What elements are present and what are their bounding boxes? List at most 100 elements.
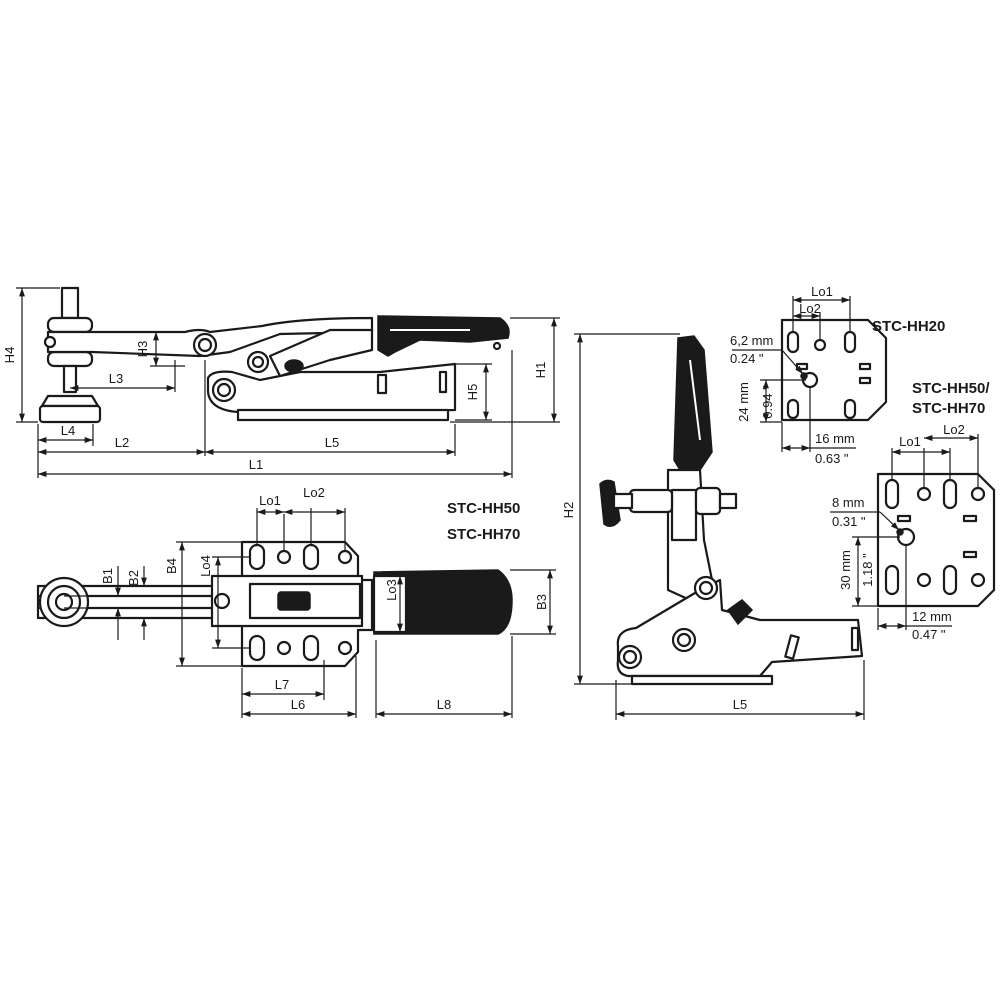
arm-pin [43, 335, 57, 349]
dim-H4: H4 [2, 347, 17, 364]
dim-B1: B1 [100, 568, 115, 584]
top-view-dimensions: Lo1 Lo2 B1 B2 B4 Lo4 Lo3 B3 [64, 485, 556, 718]
pressure-pad-base [38, 404, 102, 424]
side-view [38, 286, 510, 424]
dim-L5: L5 [325, 435, 339, 450]
hh50-hole-in: 0.31 " [832, 514, 866, 529]
open-slot [784, 634, 800, 660]
dim-L6: L6 [291, 697, 305, 712]
top-view-model-2: STC-HH70 [447, 526, 520, 543]
lock-lever [284, 359, 304, 373]
hh20-Lo2: Lo2 [799, 301, 821, 316]
hh50-hole-4 [970, 572, 986, 588]
spindle [60, 286, 80, 320]
dim-B3: B3 [534, 594, 549, 610]
arm-open-block [670, 488, 698, 542]
hh20-hole-mm: 6,2 mm [730, 333, 773, 348]
hh50-h-in: 0.47 " [912, 627, 946, 642]
handle [377, 315, 510, 357]
lock-lever-top [277, 591, 311, 611]
hh50-slot-2 [942, 478, 958, 510]
dim-H3: H3 [135, 341, 150, 358]
open-view-dimensions: H2 L5 [561, 333, 865, 720]
spindle-nut-bottom [46, 350, 94, 368]
spindle-open-nut [694, 486, 722, 516]
hh50-h-mm: 12 mm [912, 609, 952, 624]
hh50-mark-2 [962, 550, 978, 559]
slot [376, 373, 388, 395]
hh20-hole-1 [813, 338, 827, 352]
hh20-Lo1: Lo1 [811, 284, 833, 299]
slot-end [438, 370, 448, 394]
dim-L4: L4 [61, 423, 75, 438]
hh50-Lo2: Lo2 [943, 422, 965, 437]
hh50-ref-point [896, 528, 904, 536]
dim-open-L5: L5 [733, 697, 747, 712]
hole-4 [337, 640, 353, 656]
dim-Lo4: Lo4 [198, 555, 213, 577]
hh20-slot-3 [786, 398, 800, 420]
hole-3 [276, 640, 292, 656]
lock-lever-open [726, 599, 754, 626]
dim-L8: L8 [437, 697, 451, 712]
hh50-mark-1 [962, 514, 978, 523]
hh20-v-in: 0.94 " [760, 385, 775, 419]
body-open [616, 578, 864, 678]
dim-B4: B4 [164, 558, 179, 574]
hh50-hole-mm: 8 mm [832, 495, 865, 510]
hh20-mark-1 [858, 362, 872, 371]
hh50-mark-3 [896, 514, 912, 523]
top-view-model-1: STC-HH50 [447, 500, 520, 517]
hole-2 [337, 549, 353, 565]
dim-H5: H5 [465, 384, 480, 401]
hh20-mark-2 [858, 376, 872, 385]
handle-tip [492, 341, 502, 351]
pressure-pad-open [599, 479, 621, 527]
link-pivot-inner [251, 355, 265, 369]
hh20-v-mm: 24 mm [736, 382, 751, 422]
slot-hole-4 [302, 634, 320, 662]
spindle-open-end [718, 492, 738, 510]
spindle-nut-top [46, 316, 94, 334]
spindle-open-neck [612, 492, 634, 510]
clamp-body [206, 362, 457, 414]
dim-top-Lo2: Lo2 [303, 485, 325, 500]
slot-hole-2 [302, 543, 320, 571]
hh20-ref-point [800, 372, 808, 380]
hh20-plate [780, 318, 888, 422]
hole-1 [276, 549, 292, 565]
spindle-top-center [54, 592, 74, 612]
hh50-slot-4 [942, 564, 958, 596]
hh20-h-mm: 16 mm [815, 431, 855, 446]
dim-L7: L7 [275, 677, 289, 692]
dim-H1: H1 [533, 362, 548, 379]
dim-L3: L3 [109, 371, 123, 386]
dim-Lo3: Lo3 [384, 579, 399, 601]
hh50-slot-3 [884, 564, 900, 596]
hh20-model: STC-HH20 [872, 318, 945, 335]
pivot-top [213, 592, 231, 610]
handle-open [673, 335, 713, 471]
slot-hole-1 [248, 543, 266, 571]
open-pivot-1-inner [676, 632, 692, 648]
slot-hole-3 [248, 634, 266, 662]
hh50-hole-2 [970, 486, 986, 502]
hh50-Lo1: Lo1 [899, 434, 921, 449]
top-view [36, 540, 513, 668]
open-view [599, 335, 864, 686]
handle-top [373, 569, 513, 635]
open-pivot-2-inner [622, 649, 638, 665]
hh50-slot-1 [884, 478, 900, 510]
base-plate-hh20: Lo1 Lo2 STC-HH20 6,2 mm 0.24 " 24 mm 0.9… [730, 284, 945, 466]
spindle-open [628, 488, 674, 514]
hh20-slot-4 [843, 398, 857, 420]
base-plate [236, 408, 450, 422]
side-view-dimensions: H4 H3 L3 H5 H1 L4 L2 L5 [2, 287, 560, 478]
hh50-v-in: 1.18 " [860, 553, 875, 587]
base-plate-hh50: Lo1 Lo2 STC-HH50/ STC-HH70 8 mm 0.31 " 3… [830, 380, 996, 642]
dim-B2: B2 [126, 570, 141, 586]
hh50-hole-1 [916, 486, 932, 502]
hh20-hole-in: 0.24 " [730, 351, 764, 366]
hh50-model-line2: STC-HH70 [912, 400, 985, 417]
